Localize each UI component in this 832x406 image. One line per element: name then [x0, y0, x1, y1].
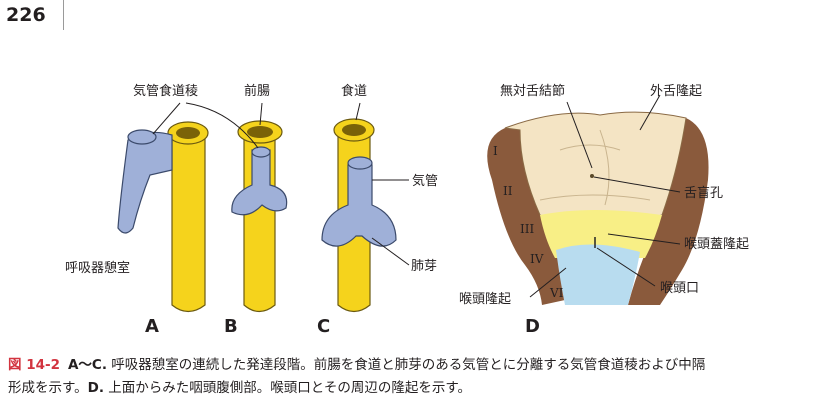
- panel-letter-a: A: [145, 316, 159, 337]
- panel-letter-b: B: [224, 316, 238, 337]
- caption-figure-number: 図 14-2: [8, 357, 60, 373]
- panel-a-respiratory-diverticulum: [117, 131, 173, 234]
- label-lung-bud: 肺芽: [411, 259, 437, 274]
- panel-d-left-wall: [487, 128, 565, 305]
- arch-numeral-6: VI: [549, 286, 564, 300]
- label-laryngeal-orifice: 喉頭口: [660, 281, 699, 296]
- panel-a-esophagus: [171, 134, 206, 313]
- arch-numeral-4: IV: [530, 252, 544, 266]
- page-number: 226: [6, 4, 46, 26]
- panel-d-tongue-surface: [504, 111, 687, 227]
- panel-a-illustration: [117, 121, 209, 313]
- caption-panels-ac: A～C.: [67, 357, 107, 373]
- arch-numeral-3: III: [520, 222, 534, 236]
- caption-text-ac: 呼吸器憩室の連続した発達段階。前腸を食道と肺芽のある気管とに分離する気管食道稜お…: [111, 357, 706, 373]
- panel-d-epiglottal-yellow: [540, 210, 662, 258]
- panel-d-laryngeal-blue: [556, 244, 640, 305]
- label-median-tongue-bud: 無対舌結節: [500, 84, 565, 99]
- panel-c-illustration: [321, 118, 397, 313]
- label-esophagus: 食道: [341, 83, 367, 99]
- panel-d-illustration: [487, 111, 709, 305]
- label-arytenoid-swelling: 喉頭隆起: [459, 292, 511, 307]
- embryology-figure: 気管食道稜 前腸 食道 呼吸器憩室 気管 肺芽 無対舌結節 外舌隆起 舌盲孔 喉…: [65, 83, 749, 337]
- caption-panel-d: D.: [87, 380, 104, 396]
- label-epiglottal-swelling: 喉頭蓋隆起: [684, 237, 749, 252]
- panel-d-right-wall: [628, 118, 709, 305]
- label-foramen-cecum: 舌盲孔: [684, 185, 723, 201]
- panel-letter-c: C: [317, 316, 330, 337]
- caption-text-ac-cont: 形成を示す。: [8, 380, 88, 396]
- label-trachea: 気管: [412, 173, 438, 189]
- panel-c-trachea-lung-buds: [321, 164, 397, 247]
- panel-letter-d: D: [525, 316, 540, 337]
- label-respiratory-diverticulum: 呼吸器憩室: [65, 260, 130, 276]
- panel-d-foramen-cecum: [590, 174, 594, 178]
- page-rule: [63, 0, 64, 30]
- panel-b-respiratory: [231, 149, 288, 216]
- label-foregut: 前腸: [244, 83, 270, 99]
- caption-text-d: 上面からみた咽頭腹側部。喉頭口とその周辺の隆起を示す。: [108, 380, 472, 396]
- arch-numeral-1: I: [493, 144, 498, 158]
- label-tracheoesophageal-ridge: 気管食道稜: [133, 83, 198, 99]
- label-lateral-lingual-swelling: 外舌隆起: [650, 84, 702, 99]
- arch-numeral-2: II: [503, 184, 513, 198]
- panel-b-illustration: [231, 120, 288, 313]
- figure-caption: 図 14-2 A～C. 呼吸器憩室の連続した発達段階。前腸を食道と肺芽のある気管と…: [8, 354, 828, 400]
